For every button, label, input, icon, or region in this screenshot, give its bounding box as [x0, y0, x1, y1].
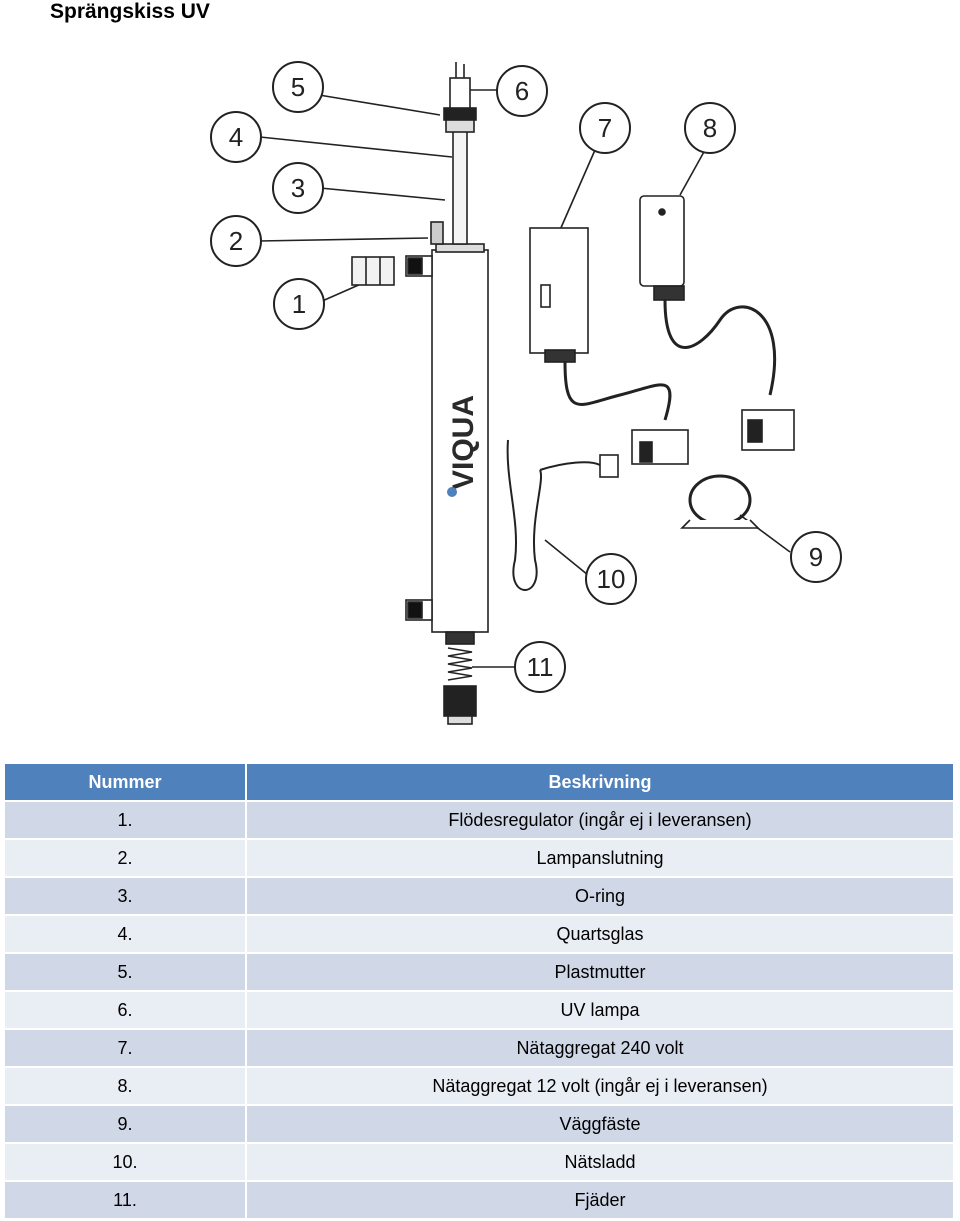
row-description: Nätaggregat 240 volt	[247, 1030, 955, 1068]
column-header-number: Nummer	[5, 764, 247, 802]
row-description: UV lampa	[247, 992, 955, 1030]
row-number: 4.	[5, 916, 247, 954]
row-description: O-ring	[247, 878, 955, 916]
row-description: Nätaggregat 12 volt (ingår ej i leverans…	[247, 1068, 955, 1106]
callout-3: 3	[291, 173, 305, 203]
row-description: Nätsladd	[247, 1144, 955, 1182]
table-row: 3. O-ring	[5, 878, 955, 916]
callout-10: 10	[597, 564, 626, 594]
callout-2: 2	[229, 226, 243, 256]
row-number: 9.	[5, 1106, 247, 1144]
table-row: 1. Flödesregulator (ingår ej i leveranse…	[5, 802, 955, 840]
table-row: 8. Nätaggregat 12 volt (ingår ej i lever…	[5, 1068, 955, 1106]
page-title: Sprängskiss UV	[50, 0, 210, 23]
callout-7: 7	[598, 113, 612, 143]
row-description: Plastmutter	[247, 954, 955, 992]
row-number: 8.	[5, 1068, 247, 1106]
callout-11: 11	[527, 652, 554, 682]
table-row: 11. Fjäder	[5, 1182, 955, 1220]
table-row: 2. Lampanslutning	[5, 840, 955, 878]
row-number: 1.	[5, 802, 247, 840]
row-description: Fjäder	[247, 1182, 955, 1220]
table-row: 9. Väggfäste	[5, 1106, 955, 1144]
row-description: Quartsglas	[247, 916, 955, 954]
table-row: 6. UV lampa	[5, 992, 955, 1030]
column-header-description: Beskrivning	[247, 764, 955, 802]
row-number: 3.	[5, 878, 247, 916]
row-number: 2.	[5, 840, 247, 878]
table-header-row: Nummer Beskrivning	[5, 764, 955, 802]
row-number: 6.	[5, 992, 247, 1030]
table-row: 10. Nätsladd	[5, 1144, 955, 1182]
callout-4: 4	[229, 122, 243, 152]
brand-logo-text: VIQUA	[447, 395, 480, 490]
table-row: 7. Nätaggregat 240 volt	[5, 1030, 955, 1068]
callout-5: 5	[291, 72, 305, 102]
callout-1: 1	[292, 289, 306, 319]
row-number: 7.	[5, 1030, 247, 1068]
table-row: 4. Quartsglas	[5, 916, 955, 954]
exploded-view-diagram: VIQUA 1 2 3 4 5 6 7 8 9 10 11	[210, 61, 842, 725]
row-description: Lampanslutning	[247, 840, 955, 878]
callout-6: 6	[515, 76, 529, 106]
callout-8: 8	[703, 113, 717, 143]
table-row: 5. Plastmutter	[5, 954, 955, 992]
parts-table: Nummer Beskrivning 1. Flödesregulator (i…	[5, 764, 955, 1220]
row-number: 11.	[5, 1182, 247, 1220]
row-number: 10.	[5, 1144, 247, 1182]
callout-9: 9	[809, 542, 823, 572]
row-description: Flödesregulator (ingår ej i leveransen)	[247, 802, 955, 840]
row-description: Väggfäste	[247, 1106, 955, 1144]
row-number: 5.	[5, 954, 247, 992]
